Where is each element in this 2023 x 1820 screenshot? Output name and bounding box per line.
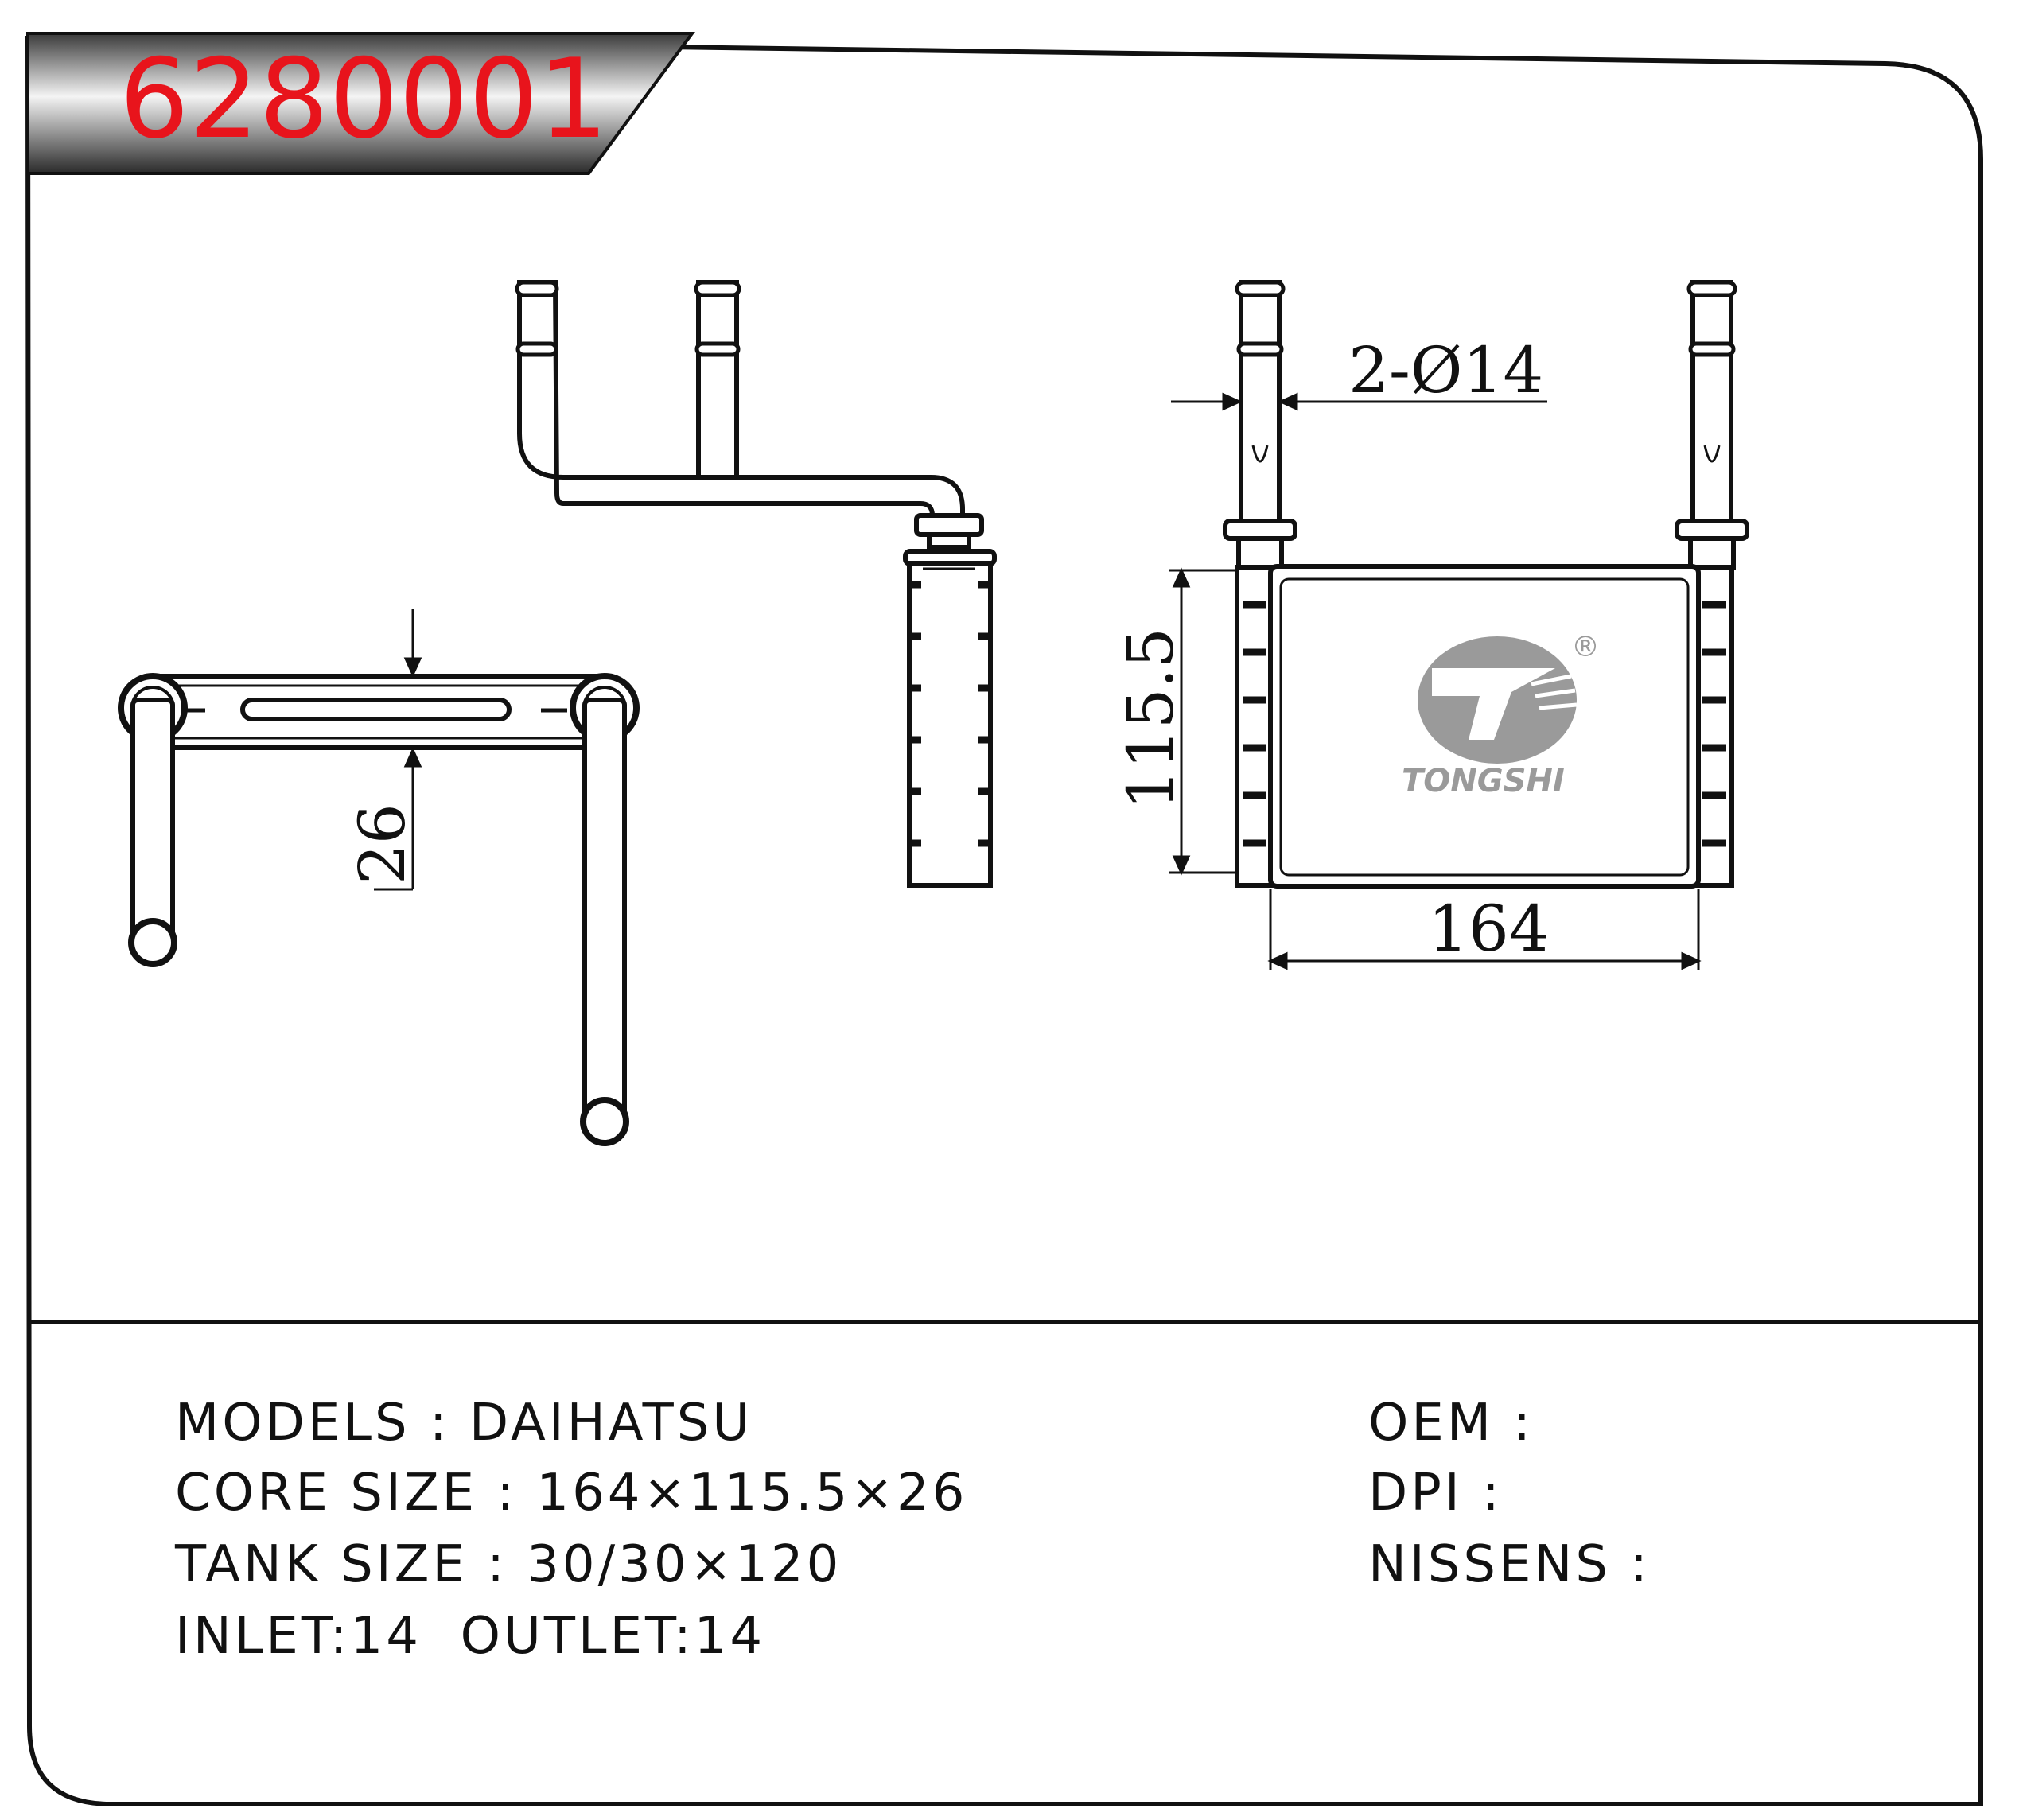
dim-width-label: 164 [1428, 892, 1550, 966]
top-view-pipe-left [130, 698, 175, 941]
top-view-slot [240, 698, 512, 721]
brand-logo-mark: ® [1571, 631, 1600, 663]
front-view-tank-right [1694, 565, 1734, 888]
dim-depth-label: 26 [345, 803, 419, 885]
spec-oem: OEM : [1368, 1394, 1534, 1452]
dimension-pipe [1171, 392, 1547, 411]
front-view-tank-ribs [1243, 601, 1726, 847]
dimension-width [1267, 889, 1702, 970]
dimension-height [1169, 567, 1237, 876]
dim-pipe-label: 2-Ø14 [1348, 333, 1543, 407]
top-view-pipe-right [582, 698, 627, 1124]
dimension-depth [374, 609, 422, 891]
front-view-pipe-left [1239, 280, 1282, 523]
spec-nissens: NISSENS : [1368, 1535, 1651, 1594]
spec-dpi: DPI : [1368, 1464, 1503, 1522]
side-view-tank-ribs [909, 581, 990, 847]
spec-models: MODELS : DAIHATSU [175, 1394, 753, 1452]
spec-core-size: CORE SIZE : 164×115.5×26 [175, 1464, 968, 1522]
part-number: 6280001 [119, 35, 609, 163]
dim-height-label: 115.5 [1114, 628, 1188, 810]
spec-inlet-outlet: INLET:14 OUTLET:14 [175, 1607, 766, 1666]
brand-logo: ® TONGSHI [1402, 631, 1600, 799]
outer-frame [25, 35, 1983, 1806]
brand-logo-text: TONGSHI [1402, 763, 1565, 799]
header-tab [26, 32, 695, 175]
side-view [515, 280, 997, 888]
front-view-tank-left [1235, 565, 1275, 888]
side-view-tank [907, 561, 993, 888]
front-view-pipe-right [1690, 280, 1733, 523]
side-view-pipe-outline [517, 280, 965, 531]
top-view [118, 673, 640, 1146]
spec-tank-size: TANK SIZE : 30/30×120 [175, 1535, 842, 1594]
side-view-pipe-2 [696, 280, 739, 480]
